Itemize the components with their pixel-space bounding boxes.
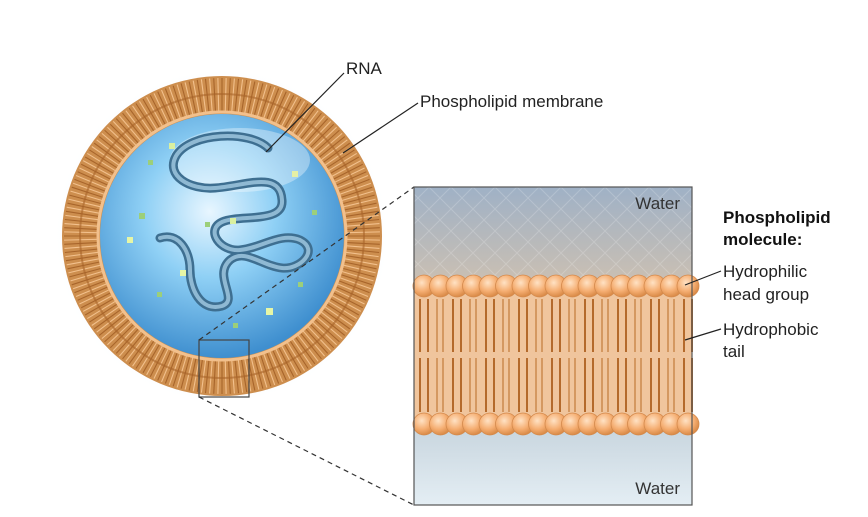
interior-highlight <box>170 128 310 192</box>
membrane-callout: Phospholipid membrane <box>342 92 603 154</box>
membrane-label: Phospholipid membrane <box>420 92 603 111</box>
small-molecules <box>127 143 317 328</box>
molecule-legend: Phospholipid molecule: Hydrophilic head … <box>684 208 831 361</box>
rna-callout: RNA <box>265 59 383 153</box>
tail-label-line2: tail <box>723 342 745 361</box>
head-leader <box>684 270 722 286</box>
rna-label: RNA <box>346 59 383 78</box>
protocell <box>54 68 390 404</box>
tail-leader <box>684 328 722 341</box>
zoom-lines <box>198 186 415 506</box>
molecule-title-line1: Phospholipid <box>723 208 831 227</box>
head-label-line2: head group <box>723 285 809 304</box>
tail-label-line1: Hydrophobic <box>723 320 819 339</box>
hydrophobic-tails <box>419 299 693 412</box>
bilayer-panel: Water Water <box>412 186 700 506</box>
head-label-line1: Hydrophilic <box>723 262 808 281</box>
rna-strand <box>155 131 313 312</box>
zoom-region-box <box>198 339 250 398</box>
panel-border <box>413 186 693 506</box>
hydrophilic-heads <box>412 274 700 436</box>
water-bottom-label: Water <box>635 479 680 498</box>
membrane-mid-line <box>79 93 365 379</box>
water-top-label: Water <box>635 194 680 213</box>
molecule-title-line2: molecule: <box>723 230 802 249</box>
water-bottom-region <box>414 430 692 505</box>
